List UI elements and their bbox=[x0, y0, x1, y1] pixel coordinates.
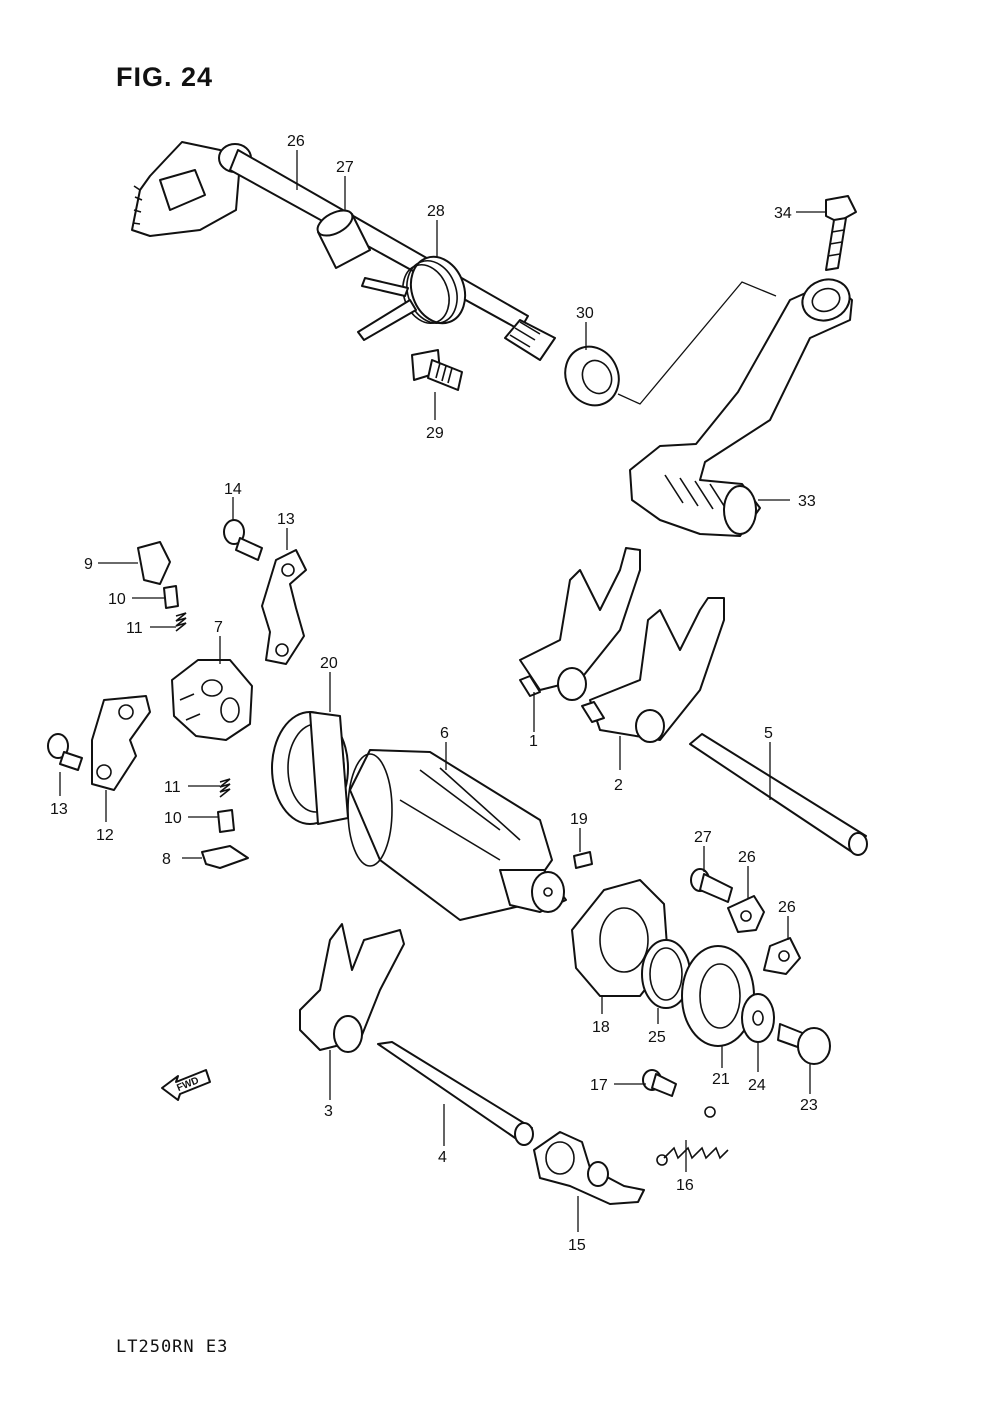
part-24-washer bbox=[741, 993, 775, 1043]
model-code: LT250RN E3 bbox=[116, 1337, 229, 1357]
callout-21: 20 bbox=[320, 655, 338, 672]
callout-33: 33 bbox=[798, 493, 816, 510]
callout-22: 21 bbox=[712, 1071, 730, 1088]
part-23-bolt bbox=[777, 1023, 831, 1065]
callout-34: 34 bbox=[774, 205, 792, 222]
callout-26a: 26 bbox=[738, 849, 756, 866]
part-20-dowel-pin bbox=[573, 851, 593, 869]
callout-30: 28 bbox=[427, 203, 445, 220]
callout-labels: 26 27 28 29 30 34 33 14 13 9 10 11 7 20 … bbox=[50, 133, 818, 1254]
callout-1: 1 bbox=[529, 733, 538, 750]
fwd-arrow-icon: FWD bbox=[161, 1069, 211, 1101]
callout-23: 23 bbox=[800, 1097, 818, 1114]
part-10b-pin bbox=[217, 809, 235, 833]
callout-13: 13 bbox=[50, 801, 68, 818]
part-2-gearshift-fork bbox=[581, 597, 725, 743]
part-22-bearing bbox=[681, 945, 755, 1047]
part-1-gearshift-fork bbox=[519, 547, 641, 701]
figure-title: FIG. 24 bbox=[116, 62, 214, 92]
part-4-fork-shaft bbox=[377, 1041, 534, 1146]
callout-27: 27 bbox=[694, 829, 712, 846]
part-14-cam-plate bbox=[261, 549, 307, 665]
callout-8: 8 bbox=[162, 851, 171, 868]
part-11b-spring bbox=[219, 778, 231, 798]
callout-11b: 11 bbox=[164, 779, 181, 796]
callout-3: 3 bbox=[324, 1103, 333, 1120]
leader-lines bbox=[59, 150, 826, 1232]
installation-line bbox=[617, 281, 777, 405]
callout-9: 9 bbox=[84, 556, 93, 573]
callout-20: 19 bbox=[570, 811, 588, 828]
part-12-cam-guide bbox=[91, 695, 151, 791]
callout-6: 6 bbox=[440, 725, 449, 742]
part-3-gearshift-fork bbox=[299, 923, 405, 1053]
callout-24: 24 bbox=[748, 1077, 766, 1094]
part-5-fork-shaft bbox=[689, 733, 868, 856]
part-26-plate-a bbox=[727, 895, 765, 933]
callout-16: 15 bbox=[568, 1237, 586, 1254]
callout-14: 13 bbox=[277, 511, 295, 528]
callout-29: 27 bbox=[336, 159, 354, 176]
part-11-spring bbox=[175, 612, 187, 632]
part-34-bolt bbox=[825, 195, 857, 271]
callout-26b: 26 bbox=[778, 899, 796, 916]
part-32-oil-seal bbox=[564, 345, 620, 407]
part-21-bearing bbox=[271, 711, 349, 825]
callout-19: 18 bbox=[592, 1019, 610, 1036]
part-29-bushing bbox=[316, 209, 371, 269]
part-30-return-spring bbox=[357, 255, 467, 341]
callout-15: 14 bbox=[224, 481, 242, 498]
callout-7: 7 bbox=[214, 619, 223, 636]
callout-32: 30 bbox=[576, 305, 594, 322]
part-13-screw bbox=[47, 733, 83, 771]
part-27-bolt bbox=[690, 868, 733, 903]
callout-2: 2 bbox=[614, 777, 623, 794]
callout-12: 12 bbox=[96, 827, 114, 844]
part-26-plate-b bbox=[763, 937, 801, 975]
callout-31: 29 bbox=[426, 425, 444, 442]
part-18-bolt bbox=[642, 1069, 677, 1097]
part-6-gearshift-cam-drum bbox=[347, 749, 567, 921]
part-31-stopper-bolt bbox=[411, 349, 463, 391]
callout-25: 25 bbox=[648, 1029, 666, 1046]
callout-17: 16 bbox=[676, 1177, 694, 1194]
part-10-pin bbox=[163, 585, 179, 609]
part-33-gearshift-lever bbox=[629, 278, 853, 537]
callout-28: 26 bbox=[287, 133, 305, 150]
part-16-gearshift-arm bbox=[533, 1131, 645, 1205]
callout-10a: 10 bbox=[108, 591, 126, 608]
part-7-gearshift-cam bbox=[171, 659, 253, 741]
part-17-spring bbox=[656, 1106, 729, 1166]
callout-4: 4 bbox=[438, 1149, 447, 1166]
callout-5: 5 bbox=[764, 725, 773, 742]
callout-18: 17 bbox=[590, 1077, 608, 1094]
part-9-cam-stopper-pin bbox=[137, 541, 171, 585]
callout-10b: 10 bbox=[164, 810, 182, 827]
part-15-screw bbox=[223, 519, 263, 561]
part-8-stopper bbox=[201, 845, 249, 869]
callout-11a: 11 bbox=[126, 620, 143, 637]
